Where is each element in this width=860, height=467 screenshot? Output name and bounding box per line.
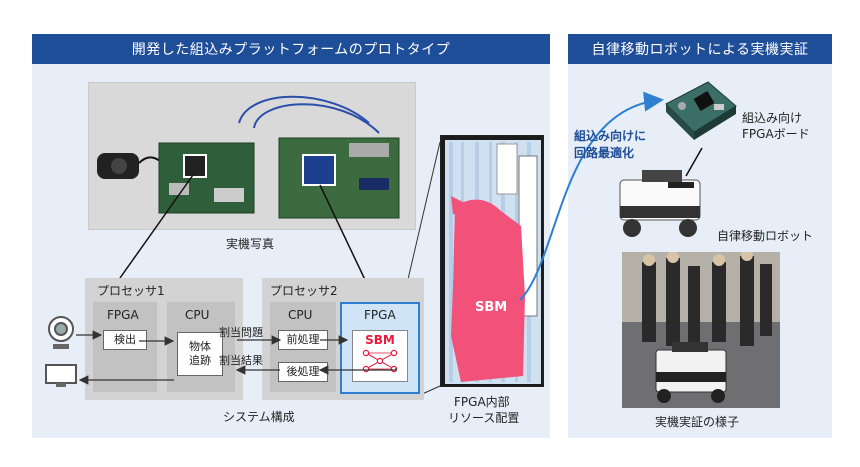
fpga-board-line-2: FPGAボード [742, 127, 810, 142]
processor-1-title: プロセッサ1 [97, 284, 165, 298]
neural-network-icon [362, 349, 398, 373]
processor-2-title: プロセッサ2 [270, 284, 338, 298]
optimization-line-2: 回路最適化 [574, 145, 635, 160]
processor-2-fpga: FPGA SBM [340, 302, 420, 394]
hardware-photo [88, 82, 416, 230]
processor-1-cpu-label: CPU [185, 308, 210, 322]
processor-1-cpu: CPU 物体 追跡 [167, 302, 235, 392]
left-panel-header: 開発した組込みプラットフォームのプロトタイプ [32, 34, 550, 64]
hardware-photo-illustration [89, 83, 415, 229]
sbm-chip-label: SBM [365, 333, 395, 347]
postprocess-box: 後処理 [278, 362, 328, 382]
embedded-fpga-board-image [660, 76, 740, 152]
resource-map-graphic [441, 136, 543, 386]
processor-2-cpu: CPU 前処理 後処理 [270, 302, 336, 392]
processor-1-fpga: FPGA 検出 [93, 302, 157, 392]
sbm-region-label: SBM [475, 300, 508, 315]
processor-2-fpga-label: FPGA [364, 308, 396, 322]
processor-1-fpga-label: FPGA [107, 308, 139, 322]
scene-caption: 実機実証の様子 [655, 415, 740, 429]
camera-icon [46, 316, 76, 356]
right-panel-header: 自律移動ロボットによる実機実証 [568, 34, 832, 64]
optimization-label: 組込み向けに 回路最適化 [574, 128, 646, 162]
preprocess-box: 前処理 [278, 330, 328, 350]
track-line-2: 追跡 [189, 354, 211, 367]
photo-caption: 実機写真 [226, 237, 275, 251]
processor-2: プロセッサ2 CPU 前処理 後処理 FPGA SBM [262, 278, 424, 400]
track-box: 物体 追跡 [177, 332, 223, 376]
processor-2-cpu-label: CPU [288, 308, 313, 322]
track-line-1: 物体 [189, 339, 211, 353]
fpga-board-line-1: 組込み向け [742, 111, 803, 125]
resource-caption-line-2: リソース配置 [448, 411, 520, 425]
demo-scene-photo [622, 252, 780, 408]
sbm-chip: SBM [352, 330, 408, 382]
assign-result-label: 割当結果 [219, 354, 263, 367]
fpga-board-label: 組込み向け FPGAボード [742, 110, 810, 142]
resource-caption-line-1: FPGA内部 [454, 395, 510, 409]
assign-problem-label: 割当問題 [219, 326, 263, 339]
monitor-icon [44, 363, 78, 395]
system-caption: システム構成 [223, 410, 295, 424]
fpga-resource-map: SBM [440, 135, 544, 387]
robot-image [612, 166, 712, 250]
detect-box: 検出 [103, 330, 147, 350]
robot-label: 自律移動ロボット [717, 229, 814, 243]
optimization-line-1: 組込み向けに [574, 129, 647, 143]
